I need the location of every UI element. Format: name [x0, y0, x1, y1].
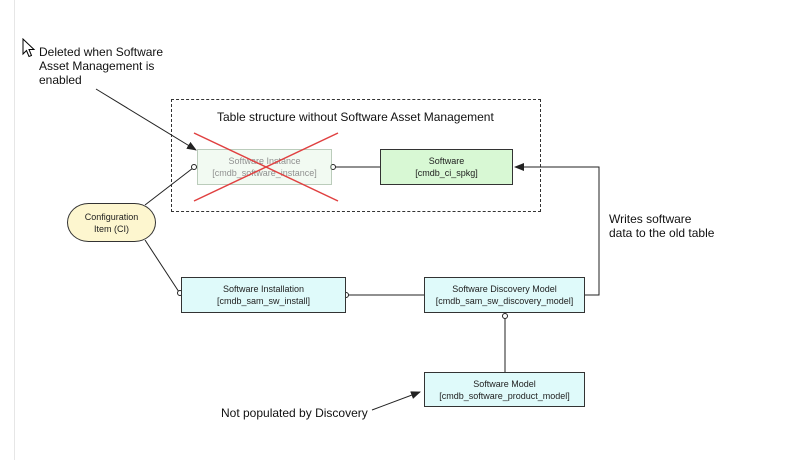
discovery-model-name: Software Discovery Model [452, 284, 557, 294]
software-model-node[interactable]: Software Model [cmdb_software_product_mo… [424, 372, 585, 407]
software-installation-table: [cmdb_sam_sw_install] [216, 296, 311, 306]
configuration-item-node[interactable]: Configuration Item (CI) [67, 203, 156, 242]
software-node[interactable]: Software [cmdb_ci_spkg] [380, 149, 513, 185]
ci-to-installation-line [144, 239, 180, 293]
pointer-arrow-icon [22, 38, 36, 58]
software-model-table: [cmdb_software_product_model] [439, 390, 570, 401]
not-populated-note: Not populated by Discovery [221, 406, 368, 420]
deleted-note: Deleted when Software Asset Management i… [39, 45, 163, 87]
writes-note: Writes software data to the old table [609, 212, 714, 240]
writes-note-line-1: Writes software [609, 212, 692, 226]
not-populated-arrow [371, 391, 421, 411]
software-name: Software [428, 156, 465, 166]
software-discovery-model-node[interactable]: Software Discovery Model [cmdb_sam_sw_di… [424, 277, 585, 313]
discovery-model-table: [cmdb_sam_sw_discovery_model] [435, 296, 574, 306]
deleted-note-line-3: enabled [39, 73, 82, 87]
deleted-note-arrow [95, 88, 197, 151]
software-instance-name: Software Instance [228, 156, 301, 166]
legacy-table-group [171, 99, 541, 212]
ci-to-instance-line [144, 167, 194, 206]
discovery-to-software-arrow [514, 163, 600, 296]
writes-note-line-2: data to the old table [609, 226, 715, 240]
deleted-note-line-1: Deleted when Software [39, 45, 164, 59]
software-installation-node[interactable]: Software Installation [cmdb_sam_sw_insta… [181, 277, 346, 313]
ci-name-line-2: Item (CI) [94, 223, 129, 234]
software-installation-name: Software Installation [222, 284, 305, 294]
deleted-cross-icon [193, 132, 339, 202]
software-model-name: Software Model [473, 378, 536, 389]
software-instance-table: [cmdb_software_instance] [212, 168, 317, 178]
left-divider [14, 0, 15, 460]
software-table: [cmdb_ci_spkg] [415, 168, 478, 178]
deleted-note-line-2: Asset Management is [39, 59, 155, 73]
ci-name-line-1: Configuration [84, 211, 139, 222]
group-title: Table structure without Software Asset M… [217, 110, 494, 124]
